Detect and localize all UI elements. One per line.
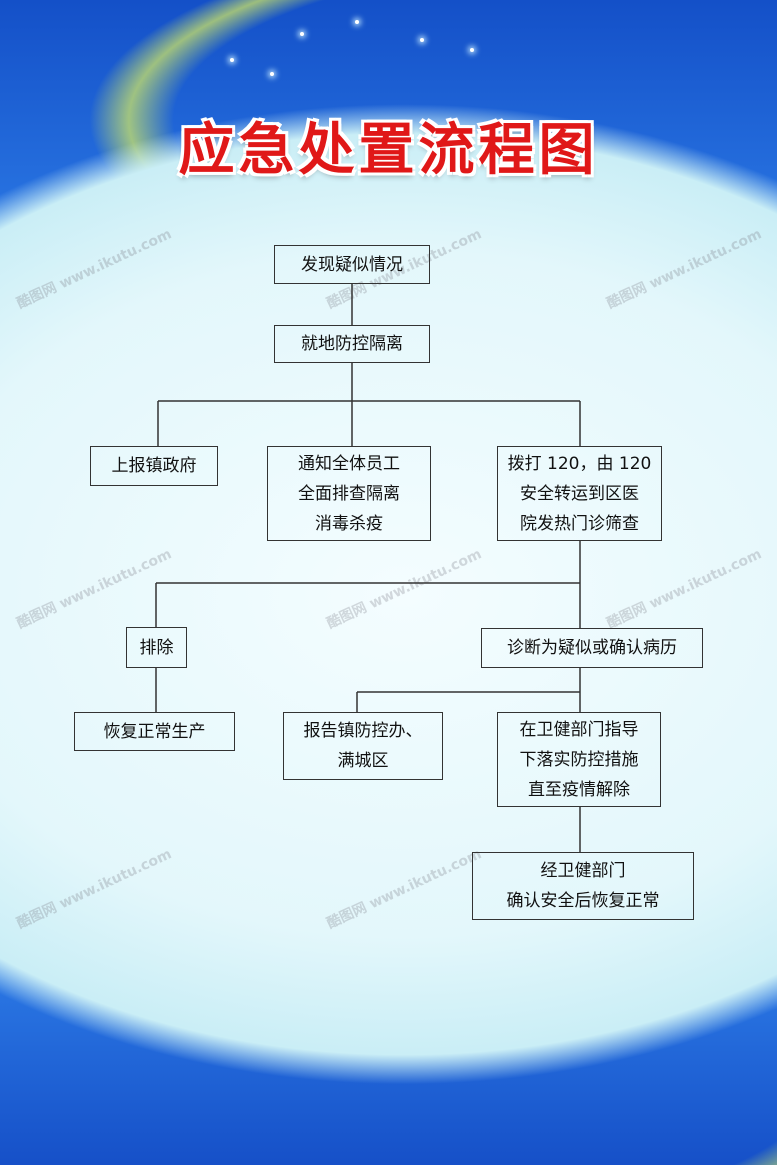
node-found-suspected: 发现疑似情况 xyxy=(274,245,430,284)
sparkle-icon xyxy=(230,58,234,62)
node-diagnosed: 诊断为疑似或确认病历 xyxy=(481,628,703,668)
sparkle-icon xyxy=(355,20,359,24)
node-notify-staff: 通知全体员工 全面排查隔离 消毒杀疫 xyxy=(267,446,431,541)
sparkle-icon xyxy=(270,72,274,76)
node-implement-measures: 在卫健部门指导 下落实防控措施 直至疫情解除 xyxy=(497,712,661,807)
node-report-town-gov: 上报镇政府 xyxy=(90,446,218,486)
sparkle-icon xyxy=(420,38,424,42)
node-report-control-office: 报告镇防控办、 满城区 xyxy=(283,712,443,780)
page-title: 应急处置流程图 xyxy=(178,117,599,183)
node-isolate-on-site: 就地防控隔离 xyxy=(274,325,430,363)
sparkle-icon xyxy=(470,48,474,52)
node-call-120: 拨打 120，由 120 安全转运到区医 院发热门诊筛查 xyxy=(497,446,662,541)
node-resume-normal: 经卫健部门 确认安全后恢复正常 xyxy=(472,852,694,920)
sparkle-icon xyxy=(300,32,304,36)
node-excluded: 排除 xyxy=(126,627,187,668)
node-resume-production: 恢复正常生产 xyxy=(74,712,235,751)
